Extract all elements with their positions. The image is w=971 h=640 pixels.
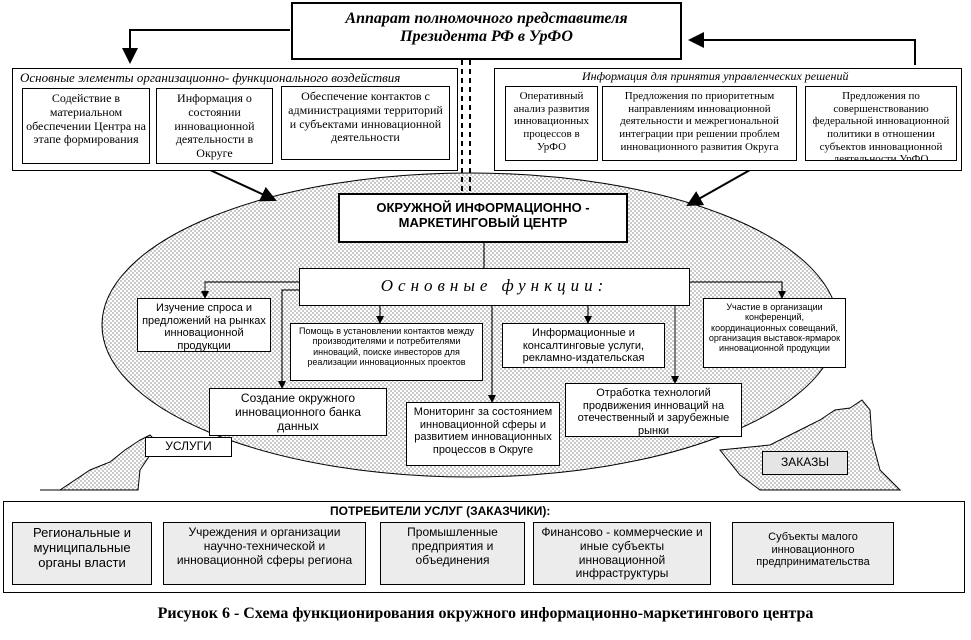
left-group-title: Основные элементы организационно- функци…: [20, 70, 400, 86]
right-item-3: Предложения по совершенствованию федерал…: [805, 86, 957, 161]
top-title-line1: Аппарат полномочного представителя: [293, 10, 680, 28]
consumer-3: Промышленные предприятия и объединения: [380, 522, 525, 585]
terrain-left: [40, 435, 155, 490]
center-title-box: ОКРУЖНОЙ ИНФОРМАЦИОННО - МАРКЕТИНГОВЫЙ Ц…: [338, 193, 628, 243]
arrow-right-to-center: [688, 170, 750, 205]
top-title-line2: Президента РФ в УрФО: [293, 28, 680, 46]
left-item-3: Обеспечение контактов с администрациями …: [281, 86, 450, 160]
right-item-1: Оперативный анализ развития инновационны…: [505, 86, 598, 161]
function-2: Помощь в установлении контактов между пр…: [290, 323, 483, 381]
left-item-1: Содействие в материальном обеспечении Це…: [22, 88, 150, 164]
consumer-2: Учреждения и организации научно-техничес…: [163, 522, 366, 585]
function-6: Мониторинг за состоянием инновационной с…: [406, 402, 560, 466]
right-group-title: Информация для принятия управленческих р…: [582, 69, 848, 84]
consumer-1: Региональные и муниципальные органы влас…: [12, 522, 152, 585]
arrow-left-to-center: [210, 170, 275, 200]
services-label: УСЛУГИ: [145, 437, 232, 457]
consumers-title: ПОТРЕБИТЕЛИ УСЛУГ (ЗАКАЗЧИКИ):: [330, 504, 550, 518]
function-4: Участие в организации конференций, коорд…: [703, 298, 846, 368]
function-7: Отработка технологий продвижения инновац…: [565, 383, 742, 437]
top-authority-box: Аппарат полномочного представителя Прези…: [291, 2, 682, 60]
function-5: Создание окружного инновационного банка …: [209, 388, 387, 436]
line-top-left: [130, 30, 290, 62]
consumer-5: Субъекты малого инновационного предприни…: [732, 522, 894, 585]
left-item-2: Информация о состоянии инновационной дея…: [156, 88, 273, 164]
line-top-right: [690, 40, 915, 65]
functions-header: Основные функции:: [299, 268, 690, 306]
consumer-4: Финансово - коммерческие и иные субъекты…: [533, 522, 711, 585]
figure-caption: Рисунок 6 - Схема функционирования окруж…: [0, 605, 971, 623]
center-title-line1: ОКРУЖНОЙ ИНФОРМАЦИОННО -: [340, 201, 626, 216]
center-title-line2: МАРКЕТИНГОВЫЙ ЦЕНТР: [340, 216, 626, 231]
orders-label: ЗАКАЗЫ: [762, 451, 848, 475]
function-1: Изучение спроса и предложений на рынках …: [137, 298, 271, 352]
right-item-2: Предложения по приоритетным направлениям…: [602, 86, 797, 161]
function-3: Информационные и консалтинговые услуги, …: [502, 323, 665, 368]
